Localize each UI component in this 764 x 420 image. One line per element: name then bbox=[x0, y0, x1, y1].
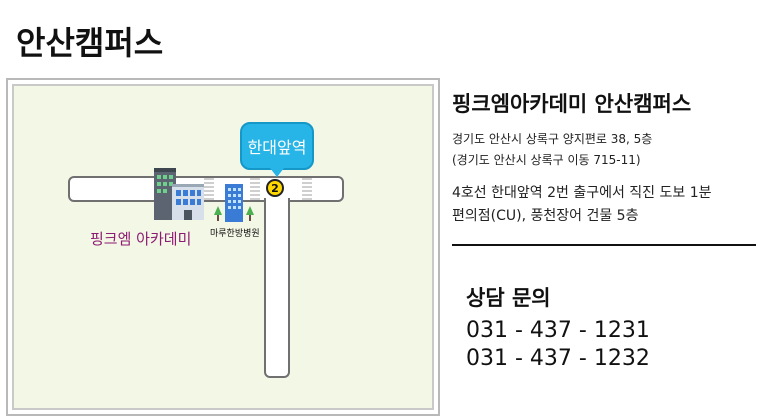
crosswalk-left bbox=[204, 178, 214, 200]
page-title: 안산캠퍼스 bbox=[16, 24, 164, 62]
map-area: 한대앞역 2 bbox=[12, 84, 434, 410]
station-pointer-icon bbox=[270, 168, 284, 177]
tree-icon bbox=[246, 206, 254, 221]
exit-number: 2 bbox=[271, 181, 279, 195]
office-building-icon bbox=[154, 168, 204, 220]
consult-title: 상담 문의 bbox=[466, 286, 551, 310]
crosswalk-center bbox=[250, 178, 260, 200]
section-divider bbox=[452, 244, 756, 246]
campus-name: 핑크엠아카데미 안산캠퍼스 bbox=[452, 92, 692, 116]
crosswalk-right bbox=[302, 178, 312, 200]
hospital-building-icon bbox=[225, 184, 243, 222]
road-vertical bbox=[264, 198, 290, 378]
phone-number-2: 031 - 437 - 1232 bbox=[466, 346, 650, 371]
address-lot: (경기도 안산시 상록구 이동 715-11) bbox=[452, 153, 641, 167]
tree-icon bbox=[214, 206, 222, 221]
address-road: 경기도 안산시 상록구 양지편로 38, 5층 bbox=[452, 132, 653, 146]
road-junction bbox=[266, 196, 288, 204]
exit-number-badge: 2 bbox=[266, 179, 284, 197]
directions-line-1: 4호선 한대앞역 2번 출구에서 직진 도보 1분 bbox=[452, 185, 712, 201]
phone-number-1: 031 - 437 - 1231 bbox=[466, 318, 650, 343]
directions-line-2: 편의점(CU), 풍천장어 건물 5층 bbox=[452, 208, 639, 224]
location-map: 한대앞역 2 bbox=[6, 78, 440, 416]
station-sign: 한대앞역 bbox=[240, 122, 314, 170]
station-label: 한대앞역 bbox=[247, 138, 307, 157]
academy-label: 핑크엠 아카데미 bbox=[90, 230, 192, 248]
hospital-label: 마루한방병원 bbox=[210, 229, 260, 239]
